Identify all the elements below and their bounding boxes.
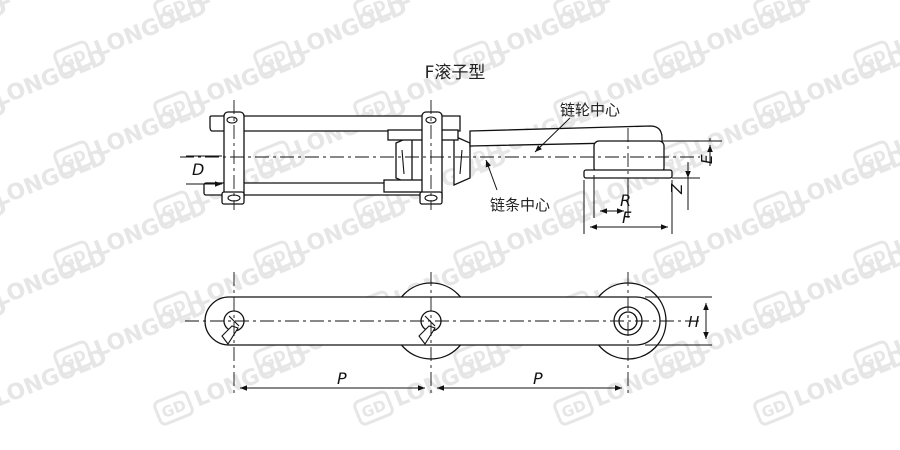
svg-text:LONGOLD: LONGOLD (291, 195, 411, 263)
svg-text:LONGOLD: LONGOLD (391, 0, 511, 12)
dim-H (645, 296, 712, 346)
svg-text:LONGOLD: LONGOLD (591, 0, 711, 12)
svg-text:LONGOLD: LONGOLD (191, 145, 311, 213)
callout-lines (485, 117, 571, 191)
svg-text:LONGOLD: LONGOLD (691, 195, 811, 263)
svg-text:LONGOLD: LONGOLD (691, 0, 811, 62)
diagram-title: F滚子型 (425, 63, 486, 83)
svg-text:LONGOLD: LONGOLD (91, 195, 211, 263)
svg-text:LONGOLD: LONGOLD (491, 0, 611, 62)
svg-text:LONGOLD: LONGOLD (791, 345, 900, 413)
left-roller-flange (395, 135, 413, 186)
right-roller-flange (453, 135, 471, 186)
dim-label-F: F (622, 208, 632, 227)
top-center-lines (180, 100, 700, 210)
dim-label-P1: P (337, 369, 347, 388)
svg-text:LONGOLD: LONGOLD (791, 145, 900, 213)
svg-text:LONGOLD: LONGOLD (91, 0, 211, 62)
dim-label-D: D (192, 160, 204, 179)
dim-E-Z (662, 138, 722, 210)
dim-label-P2: P (533, 369, 543, 388)
dim-label-R: R (620, 191, 631, 210)
dim-label-H: H (688, 313, 699, 331)
svg-text:LONGOLD: LONGOLD (91, 95, 211, 163)
dim-D (186, 155, 222, 187)
side-center-lines (185, 272, 700, 395)
label-sprocket-center: 链轮中心 (560, 101, 620, 119)
upper-plate (209, 115, 461, 132)
dim-label-Z: Z (668, 183, 686, 195)
svg-text:LONGOLD: LONGOLD (691, 95, 811, 163)
svg-text:LONGOLD: LONGOLD (691, 295, 811, 363)
svg-text:LONGOLD: LONGOLD (0, 0, 11, 62)
svg-text:LONGOLD: LONGOLD (791, 45, 900, 113)
left-pin-head (221, 191, 245, 205)
svg-text:LONGOLD: LONGOLD (191, 345, 311, 413)
svg-text:LONGOLD: LONGOLD (191, 0, 311, 12)
svg-text:LONGOLD: LONGOLD (91, 295, 211, 363)
svg-text:LONGOLD: LONGOLD (0, 0, 111, 12)
label-chain-center: 链条中心 (490, 196, 550, 214)
right-roller (593, 140, 665, 174)
dim-R-F (583, 175, 673, 234)
svg-text:LONGOLD: LONGOLD (791, 245, 900, 313)
svg-text:LONGOLD: LONGOLD (291, 0, 411, 62)
svg-text:LONGOLD: LONGOLD (191, 45, 311, 113)
svg-text:LONGOLD: LONGOLD (391, 345, 511, 413)
dim-label-E: E (698, 154, 716, 164)
svg-text:LONGOLD: LONGOLD (591, 345, 711, 413)
